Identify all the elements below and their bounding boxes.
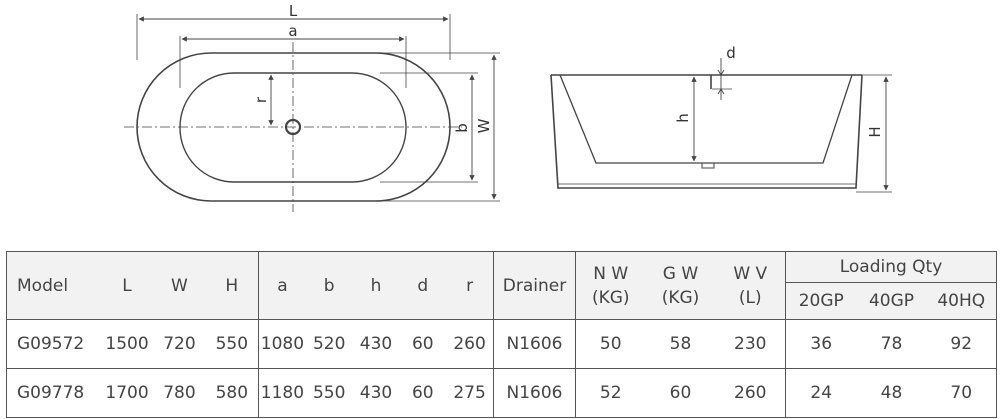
cell-gw: 60 (645, 368, 716, 418)
cell-20gp: 36 (785, 319, 857, 369)
label-a: a (288, 22, 297, 40)
cell-model: G09572 (17, 334, 85, 354)
tub-side-inner (559, 74, 853, 164)
header-b: b (323, 275, 335, 296)
header-gw-line1: G W (662, 263, 699, 284)
cell-wv: 230 (715, 319, 786, 369)
cell-L: 1500 (105, 334, 149, 354)
table-row: G09572 1500 720 550 1080 520 430 60 260 … (6, 319, 997, 369)
header-wv-line1: W V (733, 263, 768, 284)
row2-group1: G09778 1700 780 580 (6, 368, 259, 418)
cell-L: 1700 (105, 383, 149, 403)
label-h: h (674, 113, 692, 123)
cell-H: 580 (215, 383, 249, 403)
header-group1: Model L W H (6, 251, 259, 320)
header-model: Model (17, 275, 69, 296)
cell-wv: 260 (715, 368, 786, 418)
cell-model: G09778 (17, 383, 85, 403)
header-40hq: 40HQ (926, 282, 997, 320)
header-wv: W V (L) (715, 251, 786, 320)
drain-fitting (701, 162, 715, 169)
cell-drainer: N1606 (493, 368, 576, 418)
label-H: H (866, 126, 884, 137)
cell-W: 780 (163, 383, 196, 403)
cell-gw: 58 (645, 319, 716, 369)
header-H: H (225, 275, 239, 296)
header-a: a (277, 275, 288, 296)
label-L: L (289, 2, 298, 20)
cell-h: 430 (359, 334, 393, 354)
header-drainer: Drainer (493, 251, 576, 320)
header-d: d (417, 275, 429, 296)
cell-b: 550 (312, 383, 346, 403)
row1-group2: 1080 520 430 60 260 (258, 319, 494, 369)
cell-a: 1080 (260, 334, 305, 354)
tub-side-outer (550, 74, 863, 189)
cell-40gp: 78 (856, 319, 927, 369)
cell-d: 60 (411, 334, 434, 354)
side-view (550, 58, 892, 193)
label-b: b (453, 123, 471, 133)
header-gw-line2: (KG) (661, 287, 700, 308)
cell-40gp: 48 (856, 368, 927, 418)
cell-nw: 52 (575, 368, 646, 418)
header-gw: G W (KG) (645, 251, 716, 320)
cell-H: 550 (215, 334, 249, 354)
cell-40hq: 70 (926, 368, 997, 418)
row1-group1: G09572 1500 720 550 (6, 319, 259, 369)
header-L: L (122, 275, 132, 296)
cell-d: 60 (411, 383, 434, 403)
header-20gp: 20GP (785, 282, 857, 320)
header-h: h (370, 275, 382, 296)
cell-nw: 50 (575, 319, 646, 369)
cell-40hq: 92 (926, 319, 997, 369)
cell-20gp: 24 (785, 368, 857, 418)
cell-a: 1180 (260, 383, 305, 403)
header-W: W (171, 275, 188, 296)
header-loading-qty: Loading Qty (785, 251, 997, 283)
top-view (124, 14, 500, 212)
drain-circle (284, 118, 302, 136)
label-W: W (475, 118, 493, 133)
header-nw-line2: (KG) (591, 287, 630, 308)
cell-b: 520 (312, 334, 346, 354)
header-nw-line1: N W (593, 263, 629, 284)
header-wv-line2: (L) (738, 287, 762, 308)
cell-W: 720 (163, 334, 196, 354)
header-group2: a b h d r (258, 251, 494, 320)
header-r: r (466, 275, 474, 296)
cell-r: 275 (453, 383, 486, 403)
cell-drainer: N1606 (493, 319, 576, 369)
table-row: G09778 1700 780 580 1180 550 430 60 275 … (6, 368, 997, 418)
row2-group2: 1180 550 430 60 275 (258, 368, 494, 418)
label-r: r (252, 96, 270, 103)
header-nw: N W (KG) (575, 251, 646, 320)
header-40gp: 40GP (856, 282, 927, 320)
label-d: d (726, 44, 736, 62)
spec-table: Model L W H a b h d r Drainer N W (KG) G… (6, 251, 997, 418)
cell-h: 430 (359, 383, 393, 403)
bathtub-technical-drawing: L a W b r d h H (124, 2, 892, 212)
cell-r: 260 (453, 334, 486, 354)
